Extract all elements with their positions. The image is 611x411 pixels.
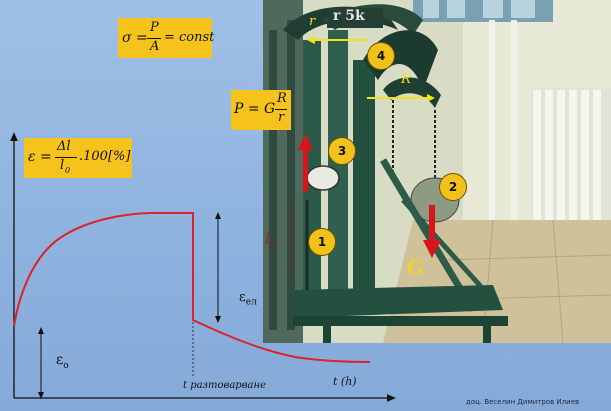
eps-el-symbol: ε [239,290,246,305]
marker-3: 3 [328,137,356,165]
machine-sign-text: r 5k [333,8,365,24]
unload-time-label: t разтоварване [183,380,266,391]
force-formula-box: P = G R r [231,90,291,130]
strain-formula-box: ε = Δl l 0 .100[%] [24,138,132,178]
strain-formula-den-sub: 0 [65,166,71,175]
small-radius-label: r [309,14,316,29]
author-credit: доц. Веселин Димитров Илиев [466,398,580,406]
stress-formula-den: A [150,39,160,54]
strain-formula-lhs: ε = [28,149,52,165]
eps-el-subscript: ел [245,297,257,308]
large-radius-label: R [401,72,411,87]
marker-2: 2 [439,173,467,201]
creep-test-machine-photo: r 5k r R G lo 1 2 3 4 [263,0,611,343]
weight-label: G [407,255,425,279]
stress-formula-box: σ = P A = const [118,18,215,58]
marker-4: 4 [367,42,395,70]
force-formula-den: r [278,110,285,125]
stress-formula-rhs: = const [164,30,215,45]
machine-photo-illustration [263,0,611,343]
strain-formula-den: l [60,158,65,173]
time-axis-label: t (h) [333,375,357,388]
creep-curve [13,212,371,363]
gauge-length-symbol: l [265,230,270,248]
gauge-length-label: lo [265,230,275,251]
force-formula-lhs: P = G [234,101,276,117]
strain-formula-bar [55,157,77,158]
force-formula-num: R [277,91,287,106]
marker-1: 1 [308,228,336,256]
eps-el-label: εел [239,290,257,308]
eps-0-subscript: o [63,360,69,371]
force-formula-bar [275,109,287,110]
stress-formula-num: P [150,20,159,35]
stress-formula-bar [147,38,161,39]
strain-formula-rhs: .100[%] [79,149,131,164]
eps-0-label: εo [56,352,69,371]
strain-formula-num: Δl [57,139,71,154]
gauge-length-subscript: o [269,241,276,251]
eps-0-symbol: ε [56,352,64,368]
stress-formula-lhs: σ = [122,30,148,46]
